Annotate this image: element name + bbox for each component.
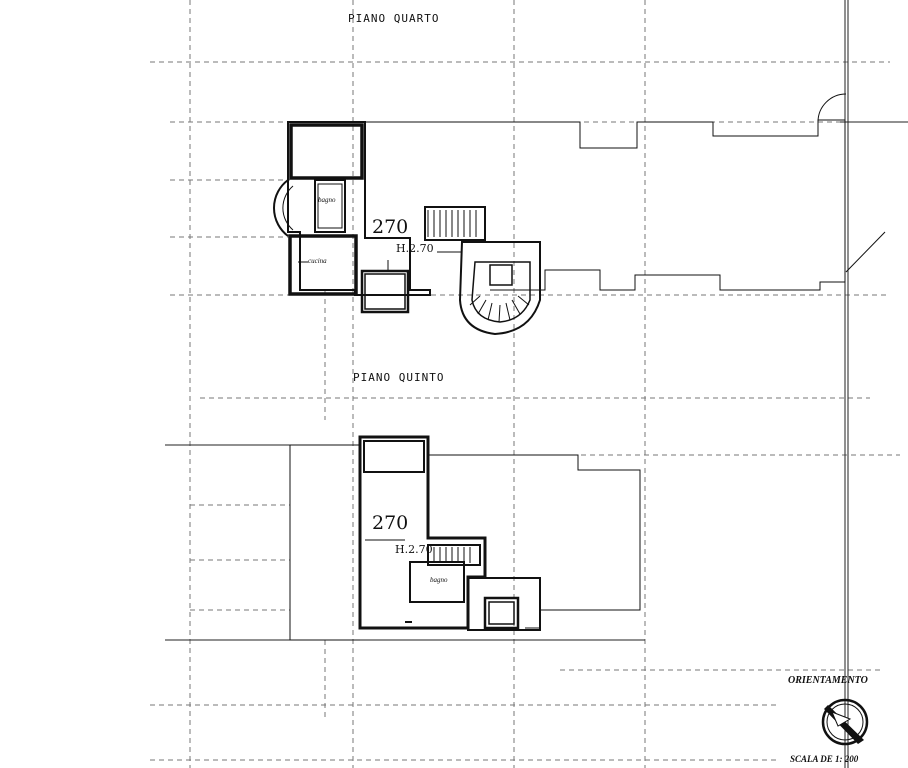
- unit-number-quarto: 270: [372, 216, 409, 238]
- grid-solid-lines: [165, 0, 908, 768]
- grid-lines: [150, 0, 900, 768]
- piano-quarto-plan: [273, 93, 886, 336]
- room-label-bagno-quarto: bagno: [318, 196, 336, 204]
- room-label-bagno-quinto: bagno: [430, 576, 448, 584]
- scale-label: SCALA DE 1: 200: [790, 754, 859, 764]
- piano-quinto-plan: [289, 435, 641, 641]
- floor-title-quinto: PIANO QUINTO: [353, 371, 445, 384]
- height-label-quinto: H.2.70: [395, 543, 433, 556]
- room-label-cucina: cucina: [308, 257, 327, 265]
- unit-number-quinto: 270: [372, 512, 409, 534]
- floor-title-quarto: PIANO QUARTO: [348, 12, 440, 25]
- compass-icon: [821, 698, 869, 746]
- height-label-quarto: H.2.70: [396, 242, 434, 255]
- orientation-label: ORIENTAMENTO: [788, 675, 868, 686]
